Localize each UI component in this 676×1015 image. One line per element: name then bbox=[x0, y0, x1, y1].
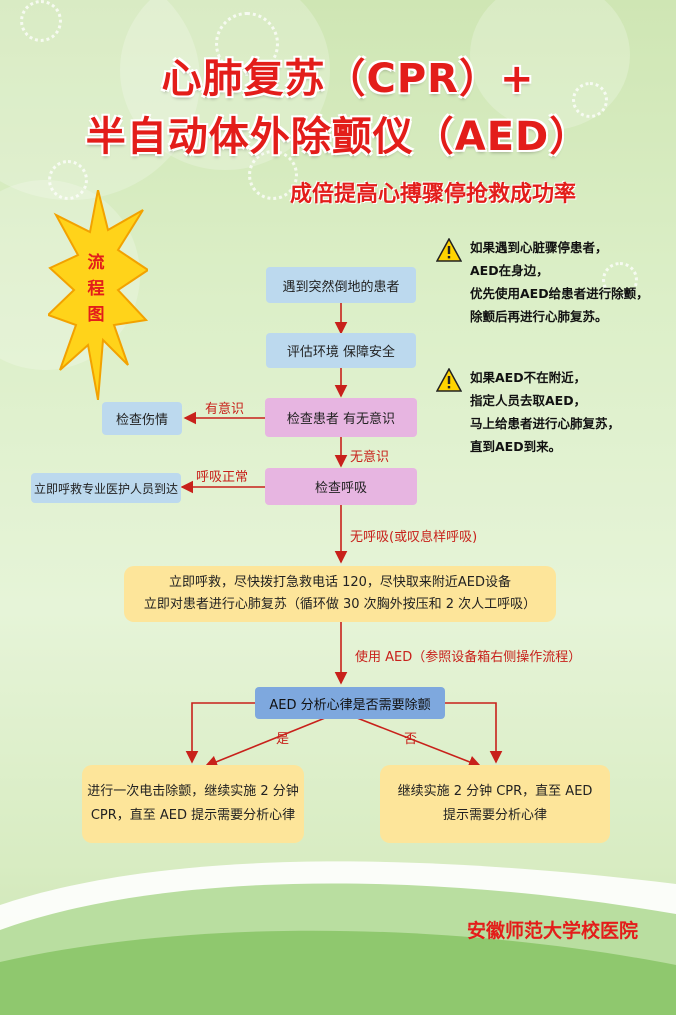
note-line: 马上给患者进行心肺复苏， bbox=[470, 416, 621, 431]
note-line: 指定人员去取AED， bbox=[470, 393, 587, 408]
node-call-and-cpr: 立即呼救，尽快拨打急救电话 120，尽快取来附近AED设备 立即对患者进行心肺复… bbox=[124, 566, 556, 622]
node-no-shock: 继续实施 2 分钟 CPR，直至 AED 提示需要分析心律 bbox=[380, 765, 610, 843]
node-aed-analyze: AED 分析心律是否需要除颤 bbox=[255, 687, 445, 719]
note-line: 如果AED不在附近， bbox=[470, 370, 587, 385]
node-shock-line-2: CPR，直至 AED 提示需要分析心律 bbox=[90, 808, 296, 823]
flowchart-label: 流 程 图 bbox=[84, 250, 108, 328]
title-line-1: 心肺复苏（CPR）+ bbox=[161, 56, 535, 102]
node-assess-safety: 评估环境 保障安全 bbox=[266, 333, 416, 368]
warning-icon bbox=[436, 368, 462, 392]
note-line: 如果遇到心脏骤停患者， bbox=[470, 240, 608, 255]
edge-label-breathing-normal: 呼吸正常 bbox=[196, 470, 249, 485]
node-no-shock-line-1: 继续实施 2 分钟 CPR，直至 AED bbox=[397, 784, 593, 799]
note-line: 优先使用AED给患者进行除颤， bbox=[470, 286, 649, 301]
node-check-injury: 检查伤情 bbox=[102, 402, 182, 435]
starburst-icon bbox=[48, 190, 148, 400]
node-shock-line-1: 进行一次电击除颤，继续实施 2 分钟 bbox=[87, 784, 299, 799]
node-check-consciousness: 检查患者 有无意识 bbox=[265, 398, 417, 437]
note-aed-absent: 如果AED不在附近， 指定人员去取AED， 马上给患者进行心肺复苏， 直到AED… bbox=[436, 366, 620, 458]
title-line-2: 半自动体外除颤仪（AED） bbox=[85, 114, 591, 160]
subtitle: 成倍提高心搏骤停抢救成功率 bbox=[290, 182, 577, 207]
edge-label-no: 否 bbox=[404, 732, 418, 747]
node-check-breathing: 检查呼吸 bbox=[265, 468, 417, 505]
node-call-and-cpr-line-1: 立即呼救，尽快拨打急救电话 120，尽快取来附近AED设备 bbox=[168, 575, 512, 590]
edge-label-no-breathing: 无呼吸(或叹息样呼吸) bbox=[350, 530, 478, 545]
warning-icon bbox=[436, 238, 462, 262]
edge-label-conscious: 有意识 bbox=[205, 402, 245, 417]
note-aed-nearby: 如果遇到心脏骤停患者， AED在身边， 优先使用AED给患者进行除颤， 除颤后再… bbox=[436, 236, 649, 328]
node-call-professional: 立即呼救专业医护人员到达 bbox=[31, 473, 181, 503]
footer-institution: 安徽师范大学校医院 bbox=[466, 920, 638, 942]
node-call-and-cpr-line-2: 立即对患者进行心肺复苏（循环做 30 次胸外按压和 2 次人工呼吸） bbox=[143, 597, 537, 612]
node-patient: 遇到突然倒地的患者 bbox=[266, 267, 416, 303]
edge-label-yes: 是 bbox=[276, 732, 290, 747]
edge-label-unconscious: 无意识 bbox=[350, 450, 390, 465]
note-line: 直到AED到来。 bbox=[470, 439, 562, 454]
flowchart-label-char: 图 bbox=[87, 305, 105, 325]
flowchart-label-char: 流 bbox=[87, 253, 105, 273]
note-line: 除颤后再进行心肺复苏。 bbox=[470, 309, 608, 324]
flowchart-label-char: 程 bbox=[87, 279, 105, 299]
node-no-shock-line-2: 提示需要分析心律 bbox=[442, 808, 547, 823]
edge-label-use-aed: 使用 AED（参照设备箱右侧操作流程） bbox=[355, 650, 582, 665]
node-shock: 进行一次电击除颤，继续实施 2 分钟 CPR，直至 AED 提示需要分析心律 bbox=[82, 765, 304, 843]
note-line: AED在身边， bbox=[470, 263, 549, 278]
